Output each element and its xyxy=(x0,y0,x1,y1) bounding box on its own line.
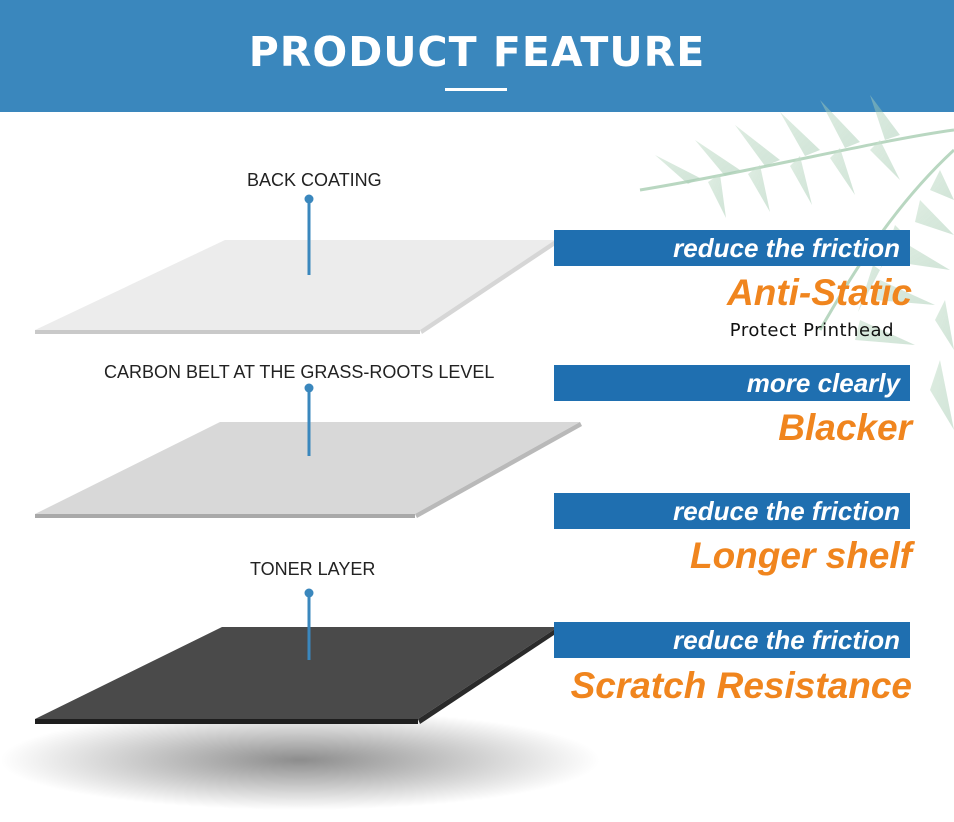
pin-toner-layer xyxy=(304,588,314,660)
layer-label-carbon-belt: CARBON BELT AT THE GRASS-ROOTS LEVEL xyxy=(104,362,495,382)
pin-back-coating xyxy=(304,194,314,275)
palm-leaf-icon xyxy=(639,95,954,430)
feature-title-scratch-resistance: Scratch Resistance xyxy=(570,665,912,706)
feature-title-anti-static: Anti-Static xyxy=(727,272,912,313)
feature-banner-2: more clearly xyxy=(554,365,910,401)
feature-subtitle-protect-printhead: Protect Printhead xyxy=(729,320,894,341)
feature-banner-1: reduce the friction xyxy=(554,230,910,266)
layer-label-back-coating: BACK COATING xyxy=(247,170,382,190)
title-underline xyxy=(445,88,507,91)
layer-label-toner-layer: TONER LAYER xyxy=(250,559,376,579)
feature-title-longer-shelf: Longer shelf xyxy=(689,535,912,576)
sheet-back-coating xyxy=(35,240,557,334)
sheet-shadow xyxy=(0,710,600,810)
feature-title-blacker: Blacker xyxy=(778,407,912,448)
page-title: PRODUCT FEATURE xyxy=(248,28,706,76)
pin-carbon-belt xyxy=(304,383,314,456)
sheet-carbon-belt xyxy=(35,422,582,518)
sheet-toner-layer xyxy=(35,627,560,724)
feature-banner-4: reduce the friction xyxy=(554,622,910,658)
feature-banner-3: reduce the friction xyxy=(554,493,910,529)
header-bar: PRODUCT FEATURE xyxy=(0,0,954,112)
